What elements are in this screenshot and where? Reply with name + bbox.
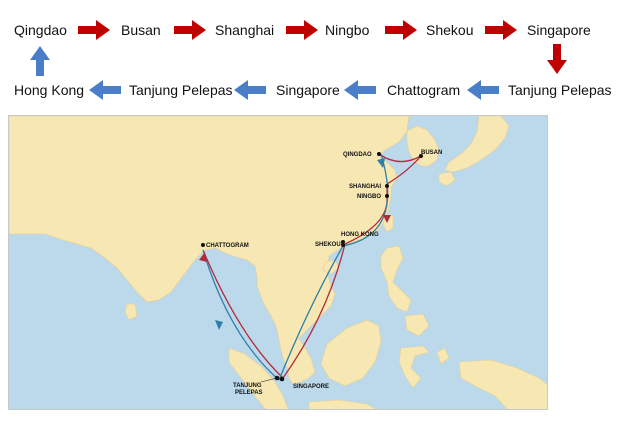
port-label-busan: BUSAN xyxy=(421,150,442,156)
japan-south xyxy=(438,171,456,187)
arrow-right-icon xyxy=(78,20,110,40)
korea xyxy=(406,125,440,167)
port-label-tanjung: TANJUNG xyxy=(233,383,262,389)
port-label-hong-kong: HONG KONG xyxy=(341,232,379,238)
arrow-left-icon xyxy=(89,80,121,100)
port-label-pelepas: PELEPAS xyxy=(235,390,263,396)
port-label-singapore: SINGAPORE xyxy=(293,384,329,390)
label-leader-line xyxy=(260,377,278,383)
map-canvas: QINGDAO BUSAN SHANGHAI NINGBO HONG KONG … xyxy=(9,116,547,409)
port-markers xyxy=(201,152,423,382)
route-stop-qingdao: Qingdao xyxy=(14,22,67,38)
arrow-right-icon xyxy=(485,20,517,40)
route-stop-chattogram: Chattogram xyxy=(387,82,461,98)
java xyxy=(308,399,377,409)
philippines-south xyxy=(404,313,430,337)
route-return xyxy=(202,153,389,381)
port-label-ningbo: NINGBO xyxy=(357,194,381,200)
arrow-right-icon xyxy=(174,20,206,40)
arrow-left-icon xyxy=(467,80,499,100)
port-label-shanghai: SHANGHAI xyxy=(349,184,381,190)
mainland-asia xyxy=(9,116,410,385)
arrow-left-icon xyxy=(344,80,376,100)
sulawesi xyxy=(398,345,430,389)
borneo xyxy=(320,319,382,387)
philippines xyxy=(380,245,412,313)
route-stop-shekou: Shekou xyxy=(426,22,474,38)
arrow-up-icon xyxy=(30,46,50,76)
japan xyxy=(444,116,510,173)
port-label-chattogram: CHATTOGRAM xyxy=(206,243,249,249)
port-label-shekou: SHEKOU xyxy=(315,242,341,248)
route-stop-shanghai: Shanghai xyxy=(215,22,275,38)
route-direction-arrow xyxy=(377,158,385,168)
route-stop-ningbo: Ningbo xyxy=(325,22,370,38)
route-stop-hong-kong: Hong Kong xyxy=(14,82,85,98)
arrow-right-icon xyxy=(286,20,318,40)
sri-lanka xyxy=(124,303,138,321)
arrow-left-icon xyxy=(234,80,266,100)
arrow-down-icon xyxy=(547,44,567,74)
route-stop-tanjung-pelepas-2: Tanjung Pelepas xyxy=(129,82,233,98)
route-stop-singapore: Singapore xyxy=(527,22,591,38)
new-guinea xyxy=(458,359,547,409)
route-map: QINGDAO BUSAN SHANGHAI NINGBO HONG KONG … xyxy=(8,115,548,410)
arrow-right-icon xyxy=(385,20,417,40)
route-direction-arrow xyxy=(199,252,207,262)
port-label-qingdao: QINGDAO xyxy=(343,152,372,158)
route-stop-busan: Busan xyxy=(121,22,161,38)
moluccas xyxy=(436,347,450,365)
route-direction-arrow xyxy=(215,320,223,330)
route-stop-singapore-2: Singapore xyxy=(276,82,340,98)
route-direction-arrow xyxy=(383,215,391,223)
route-stop-tanjung-pelepas-1: Tanjung Pelepas xyxy=(508,82,612,98)
sumatra xyxy=(228,347,289,409)
